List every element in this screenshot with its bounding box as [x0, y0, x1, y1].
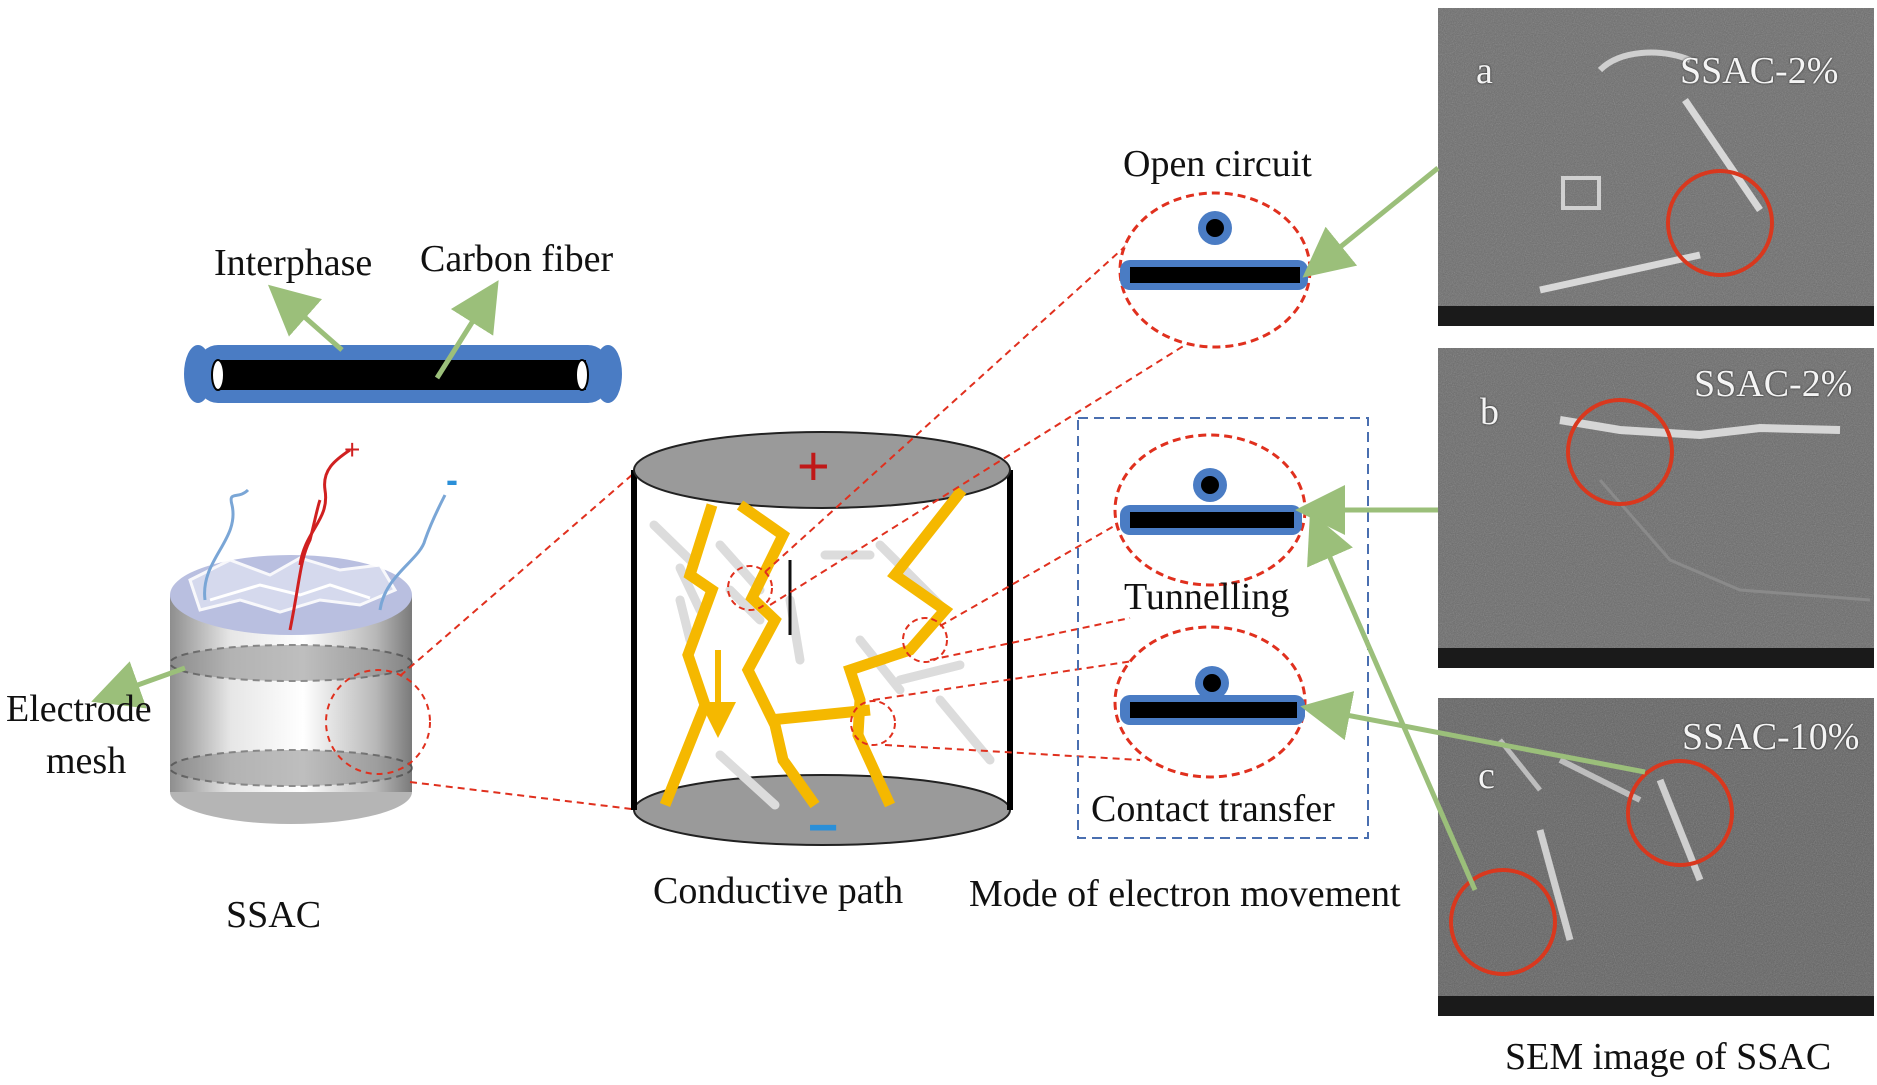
zoom-circle-left — [325, 669, 431, 775]
wire-minus-sign: - — [446, 459, 458, 500]
carbon-fiber-arrow — [434, 280, 499, 380]
open-circuit-illustration — [1118, 191, 1312, 349]
tunnelling-illustration — [1113, 433, 1307, 587]
sem-panel-c — [1438, 698, 1874, 1016]
sem-panel-a-sample: SSAC-2% — [1680, 50, 1839, 92]
ssac-cylinder — [169, 555, 413, 824]
tunnelling-label: Tunnelling — [1124, 576, 1290, 618]
sem-panel-c-sample: SSAC-10% — [1682, 716, 1860, 758]
electrode-mesh-label-line2: mesh — [46, 740, 127, 782]
electrode-mesh-label-line1: Electrode — [6, 688, 152, 730]
modes-box — [1077, 417, 1369, 839]
sem-caption: SEM image of SSAC — [1505, 1036, 1832, 1078]
conductive-paths — [659, 486, 967, 809]
wire-blue-left — [203, 488, 250, 601]
wire-plus-sign: + — [344, 434, 361, 465]
sem-arrow-a — [1302, 166, 1440, 278]
sem-panel-b-letter: b — [1480, 391, 1499, 433]
wire-red-left — [288, 499, 322, 631]
cylinder-minus-sign: − — [808, 799, 839, 857]
wire-red-right — [298, 448, 351, 566]
fibers-cluster — [649, 520, 995, 810]
conductive-path-label: Conductive path — [653, 870, 904, 912]
carbon-fiber-label: Carbon fiber — [420, 238, 614, 280]
sem-panel-b-sample: SSAC-2% — [1694, 363, 1853, 405]
mode-link-lines — [764, 241, 1186, 761]
zoom-line-bottom — [409, 781, 641, 811]
sem-panel-a — [1438, 8, 1874, 326]
sem-arrow-c-short — [1300, 691, 1646, 775]
cylinder-plus-sign: + — [797, 434, 830, 497]
sem-panel-b — [1438, 348, 1874, 668]
sem-panel-c-letter: c — [1478, 755, 1495, 797]
contact-spot-circles — [727, 565, 948, 746]
open-circuit-label: Open circuit — [1123, 143, 1312, 185]
interphase-label: Interphase — [214, 242, 373, 284]
ssac-label: SSAC — [226, 894, 322, 936]
wire-blue-right — [378, 494, 447, 611]
electrode-mesh-arrow — [91, 661, 186, 709]
zoom-line-top — [399, 467, 641, 677]
contact-transfer-illustration — [1113, 625, 1307, 779]
contact-transfer-label: Contact transfer — [1091, 788, 1335, 830]
interphase-arrow — [267, 284, 344, 352]
sem-arrow-c-long — [1307, 511, 1478, 891]
mode-label: Mode of electron movement — [969, 873, 1401, 915]
sem-panel-a-letter: a — [1476, 50, 1493, 92]
fiber-illustration — [184, 345, 622, 403]
